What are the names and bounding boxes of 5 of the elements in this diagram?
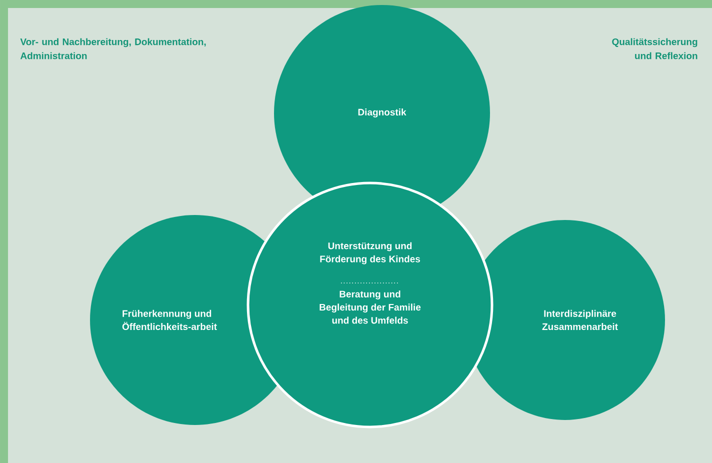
node-label: Früherkennung und Öffentlichkeits-arbeit (122, 310, 217, 330)
node-label: Diagnostik (358, 108, 406, 118)
corner-note: Qualitätssicherung und Reflexion (612, 38, 698, 60)
corner-note: Vor- und Nachbereitung, Dokumentation, Administration (20, 38, 206, 60)
node-label: Interdisziplinäre Zusammenarbeit (542, 310, 618, 330)
